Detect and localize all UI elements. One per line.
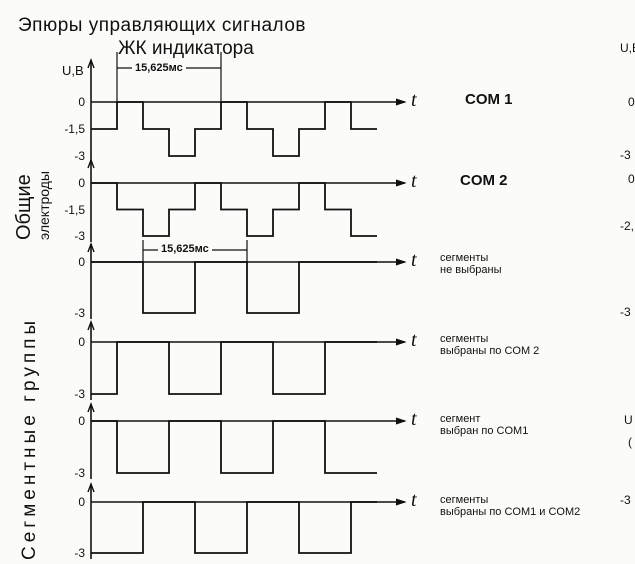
row-description: выбраны по COM 2 [440, 345, 540, 357]
edge-fragment: -3 [620, 148, 631, 162]
y-axis-arrow [87, 482, 95, 493]
tick-label: -1,5 [64, 202, 85, 217]
period-label-1: 15,625мс [132, 63, 186, 74]
y-axis-arrow [87, 58, 95, 69]
time-axis-label: t [411, 408, 417, 430]
time-axis-arrow [395, 417, 407, 425]
time-axis-label: t [411, 489, 417, 511]
edge-fragment: ( [628, 435, 632, 449]
edge-fragment: -3 [620, 305, 631, 319]
edge-fragment: -3 [620, 493, 631, 507]
time-axis-arrow [395, 98, 407, 106]
waveform-3 [91, 261, 377, 314]
row-label: COM 2 [460, 172, 508, 189]
edge-fragment: 0 [628, 172, 635, 186]
y-axis-arrow [87, 402, 95, 413]
waveform-1 [91, 101, 377, 157]
time-axis-label: t [411, 170, 417, 192]
row-description: сегменты [440, 252, 489, 264]
tick-label: 0 [78, 495, 85, 509]
waveform-2 [91, 182, 377, 237]
title-line1: Эпюры управляющих сигналов [18, 15, 306, 36]
row-description: выбраны по COM1 и COM2 [440, 506, 581, 518]
tick-label: -3 [74, 466, 85, 480]
row-description: не выбраны [440, 264, 502, 276]
period-label-2: 15,625мс [158, 244, 212, 255]
time-axis-label: t [411, 329, 417, 351]
tick-label: 0 [78, 255, 85, 269]
y-axis-arrow [87, 242, 95, 253]
tick-label: -3 [74, 149, 85, 163]
tick-label: 0 [78, 414, 85, 428]
tick-label: -1,5 [64, 122, 85, 136]
side-label-electrodes: электроды [36, 171, 52, 240]
time-axis-arrow [395, 258, 407, 266]
tick-label: -3 [74, 306, 85, 320]
edge-fragment: 0 [628, 95, 635, 109]
edge-fragment: U,B [620, 41, 635, 55]
y-axis-arrow [87, 158, 95, 169]
time-axis-arrow [395, 498, 407, 506]
y-axis-arrow [87, 320, 95, 331]
tick-label: -3 [74, 229, 85, 243]
time-axis-label: t [411, 89, 417, 111]
waveform-4 [91, 341, 377, 395]
row-description: выбран по COM1 [440, 425, 529, 437]
side-label-segment-groups: Сегментные группы [19, 316, 40, 560]
waveform-5 [91, 420, 377, 474]
time-axis-arrow [395, 338, 407, 346]
time-axis-label: t [411, 249, 417, 271]
row-label: COM 1 [465, 91, 513, 108]
side-label-common: Общие [13, 174, 35, 240]
title-line2: ЖК индикатора [118, 38, 254, 59]
tick-label: 0 [78, 176, 85, 190]
tick-label: 0 [78, 95, 85, 109]
edge-fragment: -2, [620, 219, 635, 233]
waveform-6 [91, 501, 377, 554]
tick-label: -3 [74, 546, 85, 560]
tick-label: -3 [74, 387, 85, 401]
time-axis-arrow [395, 179, 407, 187]
tick-label: 0 [78, 335, 85, 349]
axis-unit-label: U,B [62, 63, 84, 78]
edge-fragment: U [624, 413, 633, 427]
row-description: сегмент [440, 413, 481, 425]
row-description: сегменты [440, 333, 489, 345]
row-description: сегменты [440, 494, 489, 506]
